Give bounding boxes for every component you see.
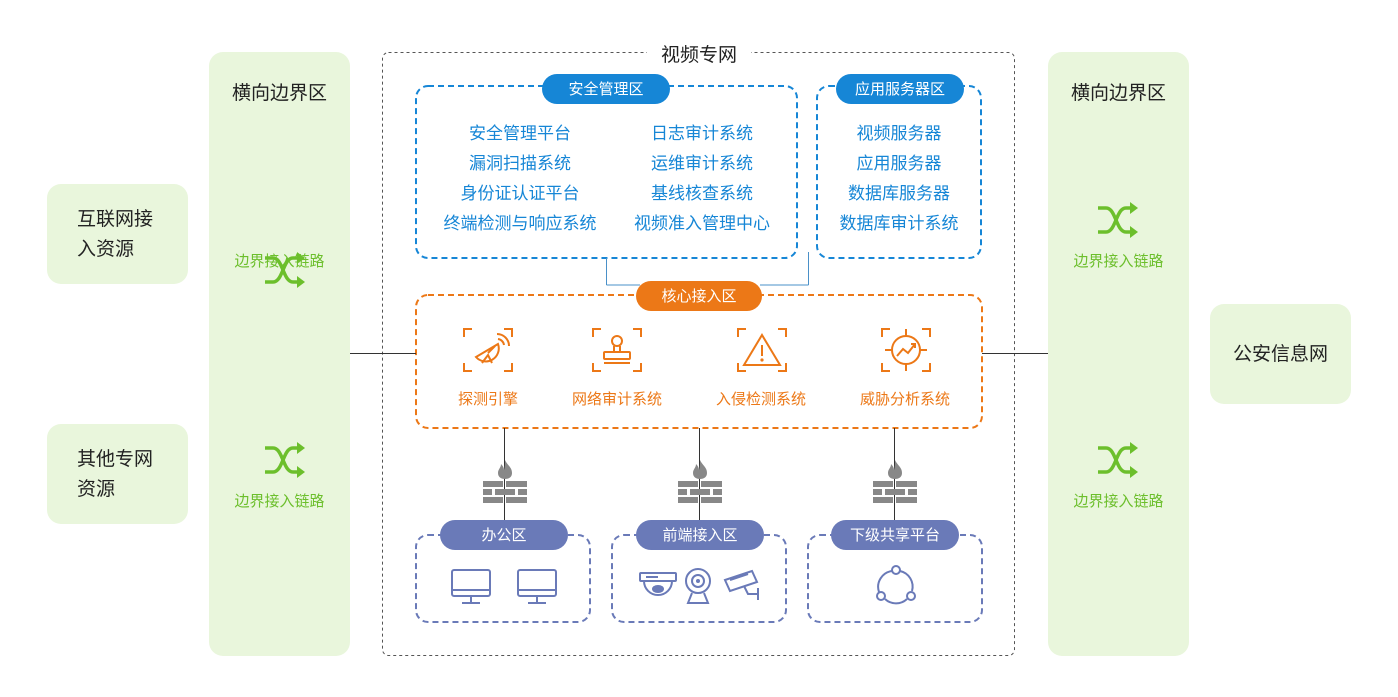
security-col2: 日志审计系统 运维审计系统 基线核查系统 视频准入管理中心 (617, 119, 787, 239)
core-zone-label: 核心接入区 (636, 281, 762, 311)
core-item-label: 探测引擎 (457, 390, 518, 408)
radar-icon (463, 328, 513, 372)
internet-source-box: 互联网接 入资源 (47, 184, 188, 284)
security-item: 日志审计系统 (651, 124, 753, 144)
left-link-label-1: 边界接入链路 (234, 252, 325, 270)
shuffle-icon (1098, 442, 1138, 478)
office-zone-label: 办公区 (440, 520, 568, 550)
right-boundary-zone: 横向边界区 边界接入链路 边界接入链路 (1048, 52, 1189, 656)
app-server-item: 数据库审计系统 (839, 214, 959, 234)
core-item-label: 威胁分析系统 (859, 390, 950, 408)
app-server-zone-label: 应用服务器区 (836, 74, 964, 104)
app-server-item: 视频服务器 (856, 124, 942, 144)
core-item-label: 网络审计系统 (571, 390, 662, 408)
firewall-icon (873, 460, 917, 503)
core-item-label: 入侵检测系统 (715, 390, 806, 408)
webcam-icon (685, 568, 711, 604)
app-server-list: 视频服务器 应用服务器 数据库服务器 数据库审计系统 (817, 119, 981, 239)
security-item: 视频准入管理中心 (634, 214, 770, 234)
monitor-icon (517, 569, 557, 604)
security-col1: 安全管理平台 漏洞扫描系统 身份证认证平台 终端检测与响应系统 (425, 119, 615, 239)
firewall-icon (678, 460, 722, 503)
security-item: 终端检测与响应系统 (443, 214, 597, 234)
other-network-source-label: 其他专网 资源 (77, 448, 154, 500)
security-item: 身份证认证平台 (460, 184, 580, 204)
left-link-label-2: 边界接入链路 (234, 492, 325, 510)
security-item: 运维审计系统 (651, 154, 753, 174)
left-boundary-title: 横向边界区 (231, 82, 327, 104)
dome-camera-icon (639, 572, 677, 596)
warning-icon (737, 328, 787, 372)
subordinate-platform-label: 下级共享平台 (831, 520, 959, 550)
security-item: 漏洞扫描系统 (469, 154, 571, 174)
threat-chart-icon (881, 328, 931, 372)
right-link-label-2: 边界接入链路 (1073, 492, 1164, 510)
security-zone-label: 安全管理区 (542, 74, 670, 104)
video-network-title: 视频专网 (647, 40, 752, 67)
right-link-label-1: 边界接入链路 (1073, 252, 1164, 270)
cctv-camera-icon (723, 569, 759, 600)
security-item: 基线核查系统 (651, 184, 753, 204)
right-boundary-title: 横向边界区 (1070, 82, 1166, 104)
firewall-icon (483, 460, 527, 503)
audit-stamp-icon (592, 328, 642, 372)
internet-source-label: 互联网接 入资源 (77, 208, 154, 260)
shuffle-icon (265, 252, 305, 288)
frontend-zone-label: 前端接入区 (636, 520, 764, 550)
monitor-icon (451, 569, 491, 604)
share-network-icon (876, 565, 916, 605)
security-item: 安全管理平台 (469, 124, 571, 144)
shuffle-icon (1098, 202, 1138, 238)
other-network-source-box: 其他专网 资源 (47, 424, 188, 524)
app-server-item: 数据库服务器 (848, 184, 950, 204)
app-server-item: 应用服务器 (856, 154, 942, 174)
public-security-network-label: 公安信息网 (1232, 343, 1328, 365)
left-boundary-zone: 横向边界区 边界接入链路 边界接入链路 (209, 52, 350, 656)
public-security-network-box: 公安信息网 (1210, 304, 1351, 404)
shuffle-icon (265, 442, 305, 478)
